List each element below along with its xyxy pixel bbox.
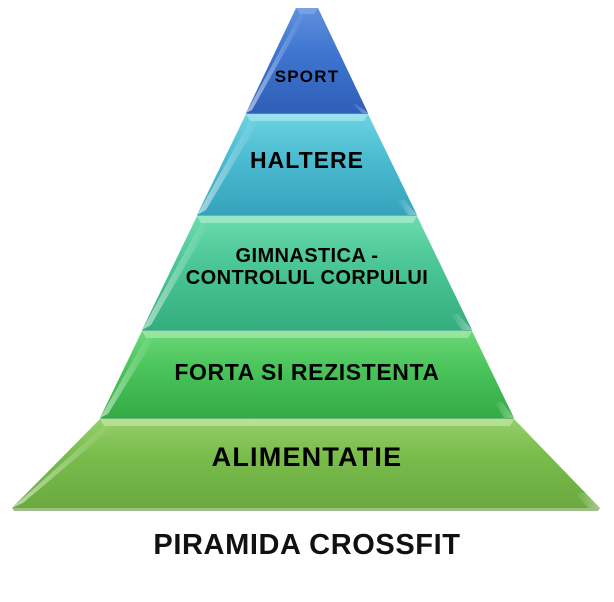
pyramid-label-alimentatie: ALIMENTATIE	[211, 442, 403, 472]
pyramid-graphic	[12, 8, 600, 511]
pyramid-label-sport: SPORT	[274, 67, 340, 86]
pyramid-label-gimnastica: GIMNASTICA - CONTROLUL CORPULUI	[185, 245, 429, 289]
pyramid-label-haltere: HALTERE	[250, 147, 364, 173]
pyramid-level-sport	[246, 8, 368, 117]
pyramid-label-forta: FORTA SI REZISTENTA	[174, 359, 440, 385]
figure-caption: PIRAMIDA CROSSFIT	[153, 529, 461, 561]
pyramid-level-alimentatie	[12, 419, 600, 511]
